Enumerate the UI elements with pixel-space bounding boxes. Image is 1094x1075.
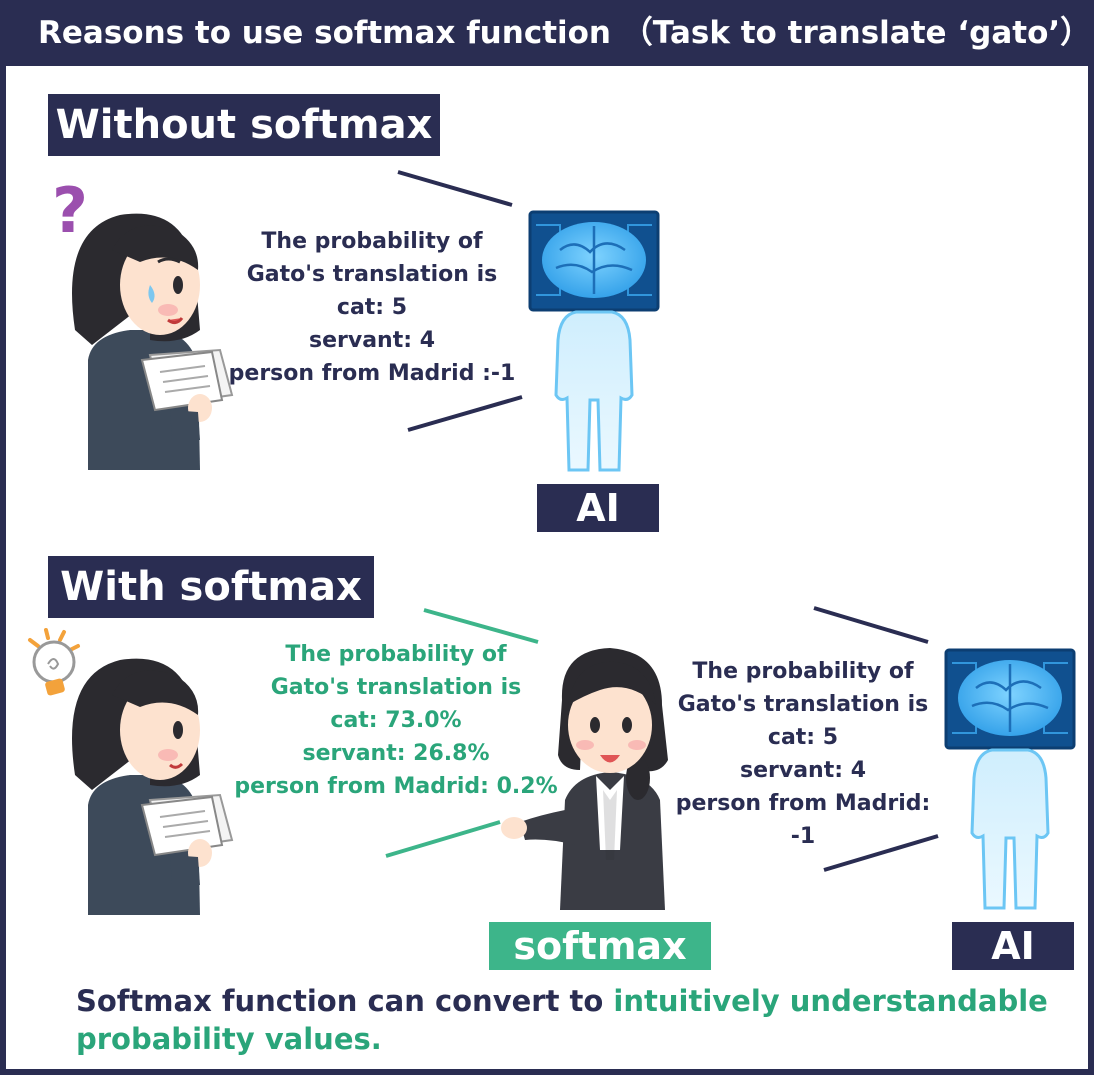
bubble-line: Gato's translation is bbox=[246, 262, 498, 287]
without-softmax-label: Without softmax bbox=[48, 94, 440, 156]
bubble-line: servant: 26.8% bbox=[302, 741, 490, 766]
bubble-line: The probability of bbox=[285, 642, 507, 667]
bubble-line: servant: 4 bbox=[740, 758, 866, 783]
softmax-output-bubble: The probability of Gato's translation is… bbox=[226, 638, 566, 803]
speech-line-top bbox=[397, 170, 513, 207]
speech-line-ai-top bbox=[813, 606, 929, 644]
woman-reading-confused: ? bbox=[52, 174, 234, 470]
without-softmax-bubble: The probability of Gato's translation is… bbox=[212, 225, 532, 390]
speech-line-green-top bbox=[423, 608, 539, 644]
bubble-line: cat: 73.0% bbox=[330, 708, 462, 733]
softmax-tag: softmax bbox=[489, 922, 711, 970]
ai-tag-bottom: AI bbox=[952, 922, 1074, 970]
conclusion-part-highlight: intuitively understandable probability v… bbox=[76, 984, 1048, 1056]
bubble-line: The probability of bbox=[261, 229, 483, 254]
conclusion-part-plain: Softmax function can convert to bbox=[76, 984, 614, 1018]
bubble-line: cat: 5 bbox=[767, 725, 839, 750]
bubble-line: person from Madrid: 0.2% bbox=[234, 774, 558, 799]
conclusion-text: Softmax function can convert to intuitiv… bbox=[76, 982, 1056, 1058]
bubble-line: person from Madrid :-1 bbox=[228, 361, 516, 386]
ai-output-bubble: The probability of Gato's translation is… bbox=[662, 655, 944, 853]
bubble-line: The probability of bbox=[692, 659, 914, 684]
speech-line-green-bottom bbox=[385, 820, 501, 858]
ai-robot-bottom bbox=[944, 648, 1076, 910]
bubble-line: Gato's translation is bbox=[270, 675, 522, 700]
speech-line-ai-bottom bbox=[823, 834, 939, 872]
bubble-line: Gato's translation is bbox=[677, 692, 929, 717]
lightbulb-icon bbox=[28, 628, 80, 696]
bubble-line: cat: 5 bbox=[336, 295, 408, 320]
bubble-line: servant: 4 bbox=[309, 328, 435, 353]
with-softmax-label: With softmax bbox=[48, 556, 374, 618]
softmax-presenter-woman bbox=[501, 648, 668, 910]
ai-robot-top bbox=[528, 210, 660, 472]
question-mark-icon: ? bbox=[52, 174, 88, 247]
bubble-line: person from Madrid: -1 bbox=[675, 791, 931, 849]
speech-line-bottom bbox=[407, 395, 523, 432]
ai-tag-top: AI bbox=[537, 484, 659, 532]
woman-reading-understood bbox=[28, 628, 234, 915]
page-title: Reasons to use softmax function （Task to… bbox=[0, 0, 1094, 66]
